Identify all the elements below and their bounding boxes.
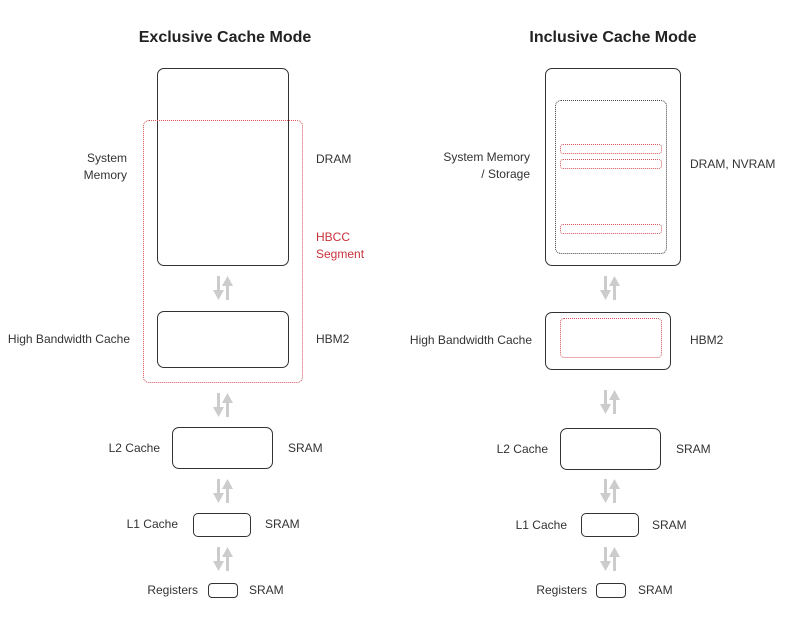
l2-box [560,428,661,470]
l1-label: L1 Cache [515,518,567,532]
bidirectional-arrow-icon [599,546,621,572]
hbcc-page [560,144,662,154]
label-line: System Memory [443,150,530,164]
system-memory-box [157,68,289,266]
l1-box [193,513,251,537]
bidirectional-arrow-icon [599,478,621,504]
system-memory-label: System Memory / Storage [443,149,530,183]
label-line: Segment [316,247,365,261]
bidirectional-arrow-icon [599,275,621,301]
hbcc-page [560,224,662,234]
bidirectional-arrow-icon [212,478,234,504]
hbcc-page [560,159,662,169]
hbc-label: High Bandwidth Cache [409,333,532,347]
l2-box [172,427,273,469]
l1-label: L1 Cache [126,517,178,531]
l1-type: SRAM [265,517,300,531]
label-line: HBCC [316,230,351,244]
hbm2-label: HBM2 [690,333,724,347]
bidirectional-arrow-icon [212,546,234,572]
hbm-box [545,312,671,370]
l2-label: L2 Cache [496,442,548,456]
system-memory-box [545,68,681,266]
l2-type: SRAM [676,442,711,456]
registers-type: SRAM [638,583,673,597]
bidirectional-arrow-icon [599,389,621,415]
hbcc-segment-label: HBCC Segment [316,229,364,263]
registers-label: Registers [536,583,587,597]
hbcc-segment-region [143,120,303,383]
registers-box [208,583,238,598]
hbcc-segment-region [560,318,662,358]
registers-type: SRAM [249,583,284,597]
hbm-box [157,311,289,368]
bidirectional-arrow-icon [212,275,234,301]
l2-label: L2 Cache [108,441,160,455]
registers-box [596,583,626,598]
cached-region [555,100,667,254]
bidirectional-arrow-icon [212,392,234,418]
registers-label: Registers [147,583,198,597]
l1-box [581,513,639,537]
l2-type: SRAM [288,441,323,455]
l1-type: SRAM [652,518,687,532]
hbm2-label: HBM2 [316,332,350,346]
exclusive-title: Exclusive Cache Mode [138,29,312,46]
dram-nvram-label: DRAM, NVRAM [690,157,776,171]
label-line: System [86,151,127,165]
hbc-label: High Bandwidth Cache [7,332,130,346]
inclusive-title: Inclusive Cache Mode [529,29,697,46]
label-line: / Storage [481,167,530,181]
label-line: Memory [83,168,127,182]
dram-label: DRAM [316,152,352,166]
